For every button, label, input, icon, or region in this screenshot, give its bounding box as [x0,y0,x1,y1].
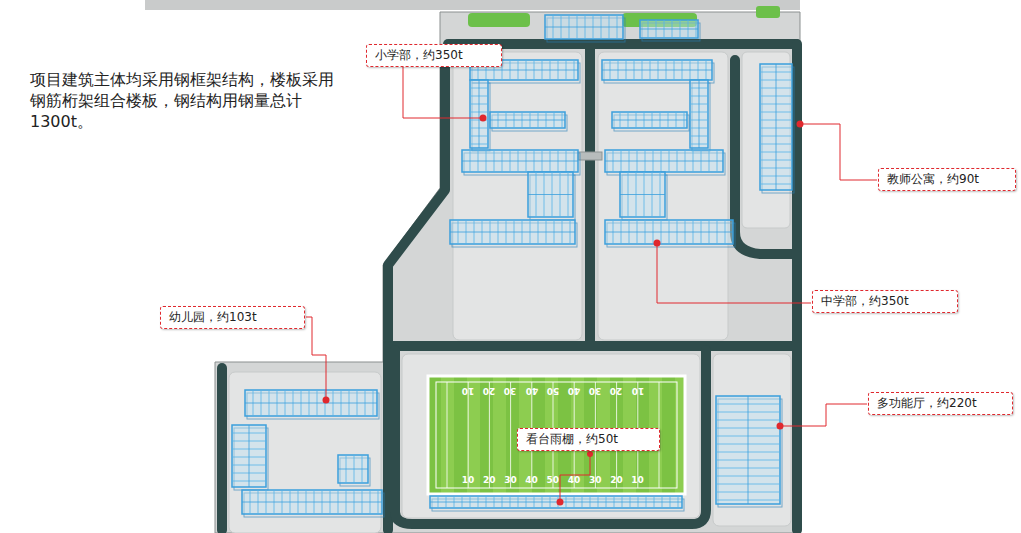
yard-number: 40 [568,476,581,485]
yard-number: 20 [483,476,496,485]
callout-text: 中学部，约350t [821,293,909,310]
callout-text: 看台雨棚，约50t [526,431,618,448]
callout-text: 小学部，约350t [375,47,463,64]
steel-frames [232,15,794,517]
callout-box: 中学部，约350t [812,290,958,313]
hedges [468,6,780,27]
yard-number: 30 [504,386,517,395]
yard-number: 30 [589,386,602,395]
callout-box: 教师公寓，约90t [878,168,1016,191]
yard-number: 40 [525,386,538,395]
yard-number: 40 [568,386,581,395]
leader-dots [323,115,804,506]
yard-number: 20 [483,386,496,395]
note-text: 项目建筑主体均采用钢框架结构，楼板采用钢筋桁架组合楼板，钢结构用钢量总计1300… [30,70,335,132]
callout-box: 幼儿园，约103t [160,306,305,329]
yard-number: 20 [610,476,623,485]
yard-number: 10 [462,476,475,485]
callout-text: 多功能厅，约220t [877,395,977,412]
yard-number: 40 [525,476,538,485]
callout-box: 看台雨棚，约50t [517,428,660,451]
stand-canopy [430,496,684,511]
yard-number: 10 [631,386,644,395]
yard-number: 30 [504,476,517,485]
callout-text: 教师公寓，约90t [887,171,979,188]
yard-number: 30 [589,476,602,485]
top-strip [145,0,800,10]
field [428,376,685,494]
yard-number: 50 [547,386,560,395]
yard-number: 50 [547,476,560,485]
site-ground [215,12,800,533]
blocks [229,52,791,533]
callout-box: 小学部，约350t [366,44,502,67]
yard-number: 20 [610,386,623,395]
callout-box: 多功能厅，约220t [868,392,1013,415]
yard-number: 10 [631,476,644,485]
bridge [578,152,602,160]
callout-text: 幼儿园，约103t [169,309,257,326]
leader-lines [306,67,877,502]
yard-number: 10 [462,386,475,395]
